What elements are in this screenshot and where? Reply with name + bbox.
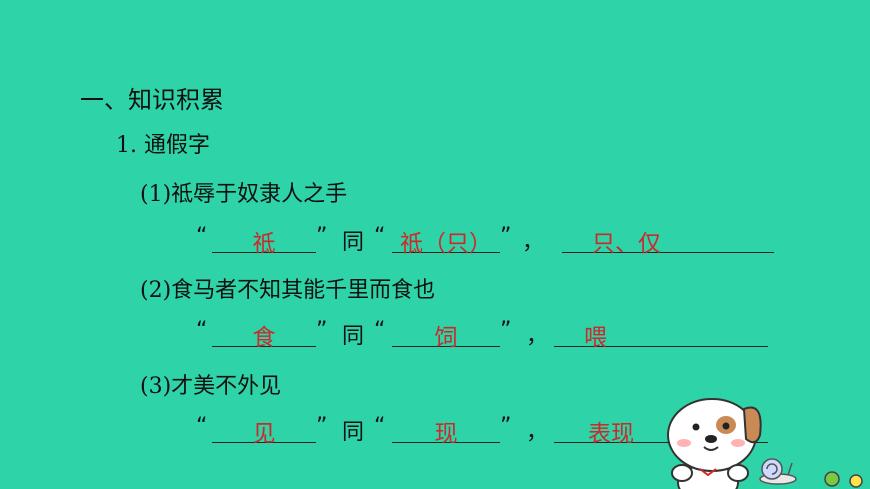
subheading: 1. 通假字 xyxy=(116,127,210,159)
open-quote: “ xyxy=(196,414,208,439)
blank-meaning: 表现 xyxy=(554,414,768,447)
item-sentence-1: (1)祗辱于奴隶人之手 xyxy=(140,176,347,208)
answer-row-1: “ 祗 ” 同 “ 祗（只） ” ， 只、仅 xyxy=(196,224,776,258)
close-quote: ” xyxy=(500,224,512,249)
comma: ， xyxy=(522,230,545,255)
comma: ， xyxy=(526,324,549,349)
blank-same-as: 现 xyxy=(392,414,500,447)
close-quote: ” xyxy=(500,414,512,439)
item-text: 食马者不知其能千里而食也 xyxy=(171,278,436,303)
same-label: 同 xyxy=(342,420,365,445)
blank-same-as: 饲 xyxy=(392,318,500,351)
answer-row-3: “ 见 ” 同 “ 现 ” ， 表现 xyxy=(196,414,776,448)
same-label: 同 xyxy=(342,230,365,255)
item-sentence-2: (2)食马者不知其能千里而食也 xyxy=(140,272,435,304)
close-quote: ” xyxy=(316,414,328,439)
close-quote: ” xyxy=(316,224,328,249)
item-sentence-3: (3)才美不外见 xyxy=(140,368,281,400)
subheading-number: 1. xyxy=(116,133,137,158)
open-quote: “ xyxy=(196,224,208,249)
subheading-title: 通假字 xyxy=(144,133,211,158)
open-quote: “ xyxy=(196,318,208,343)
answer-row-2: “ 食 ” 同 “ 饲 ” ， 喂 xyxy=(196,318,776,352)
open-quote: “ xyxy=(374,224,386,249)
close-quote: ” xyxy=(316,318,328,343)
item-label: (2) xyxy=(140,278,172,303)
blank-meaning: 只、仅 xyxy=(562,224,774,257)
puppy-mascot-icon xyxy=(667,398,863,489)
same-label: 同 xyxy=(342,324,365,349)
blank-char: 食 xyxy=(212,318,316,351)
blank-char: 见 xyxy=(212,414,316,447)
blank-meaning: 喂 xyxy=(554,318,768,351)
section-heading: 一、知识积累 xyxy=(80,86,224,114)
blank-same-as: 祗（只） xyxy=(392,224,500,257)
blank-char: 祗 xyxy=(212,224,316,257)
open-quote: “ xyxy=(374,414,386,439)
open-quote: “ xyxy=(374,318,386,343)
close-quote: ” xyxy=(500,318,512,343)
comma: ， xyxy=(526,420,549,445)
item-text: 才美不外见 xyxy=(171,374,282,399)
item-label: (3) xyxy=(140,374,172,399)
item-text: 祗辱于奴隶人之手 xyxy=(171,182,348,207)
item-label: (1) xyxy=(140,182,172,207)
